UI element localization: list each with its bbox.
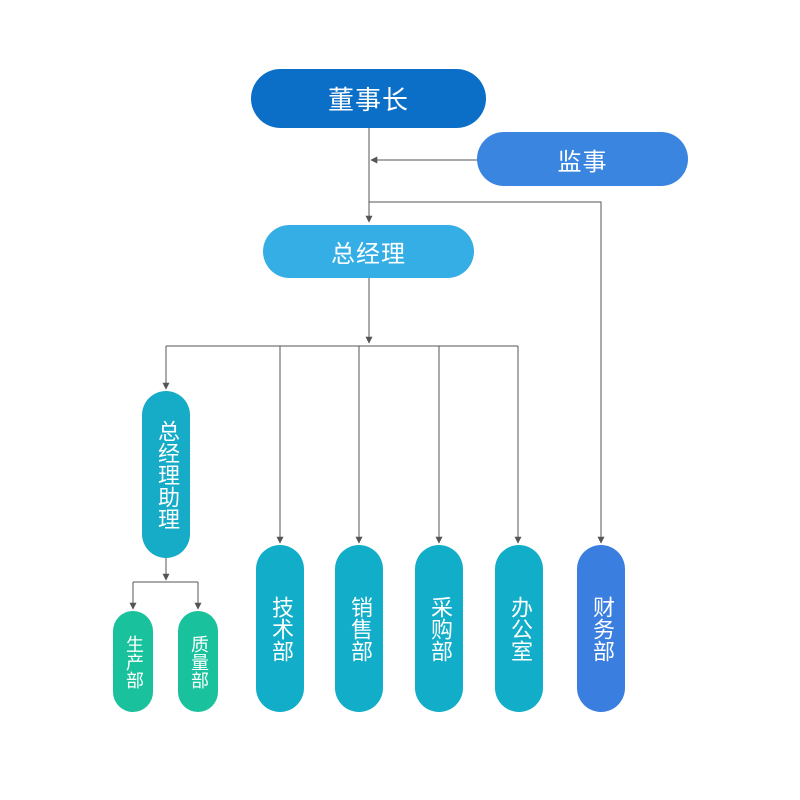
chairman-node: 董事长 (251, 69, 486, 128)
production-node: 生产部 (113, 611, 153, 712)
finance-node: 财务部 (577, 545, 625, 712)
supervisor-node: 监事 (477, 132, 688, 186)
chairman-label: 董事长 (327, 86, 409, 116)
quality-label: 质量部 (188, 634, 209, 689)
gm-assistant-node: 总经理助理 (142, 391, 190, 558)
purchasing-node: 采购部 (415, 545, 463, 712)
general-manager-label: 总经理 (331, 240, 406, 268)
office-node: 办公室 (495, 545, 543, 712)
sales-node: 销售部 (335, 545, 383, 712)
gm-assistant-label: 总经理助理 (154, 419, 179, 530)
supervisor-label: 监事 (557, 147, 608, 176)
production-label: 生产部 (123, 634, 144, 689)
quality-node: 质量部 (178, 611, 218, 712)
finance-label: 财务部 (589, 595, 614, 662)
technology-node: 技术部 (256, 545, 304, 712)
general-manager-node: 总经理 (263, 225, 474, 278)
technology-label: 技术部 (268, 595, 293, 662)
sales-label: 销售部 (347, 595, 372, 662)
purchasing-label: 采购部 (427, 595, 452, 662)
office-label: 办公室 (507, 595, 532, 662)
connector-finance (369, 201, 605, 544)
